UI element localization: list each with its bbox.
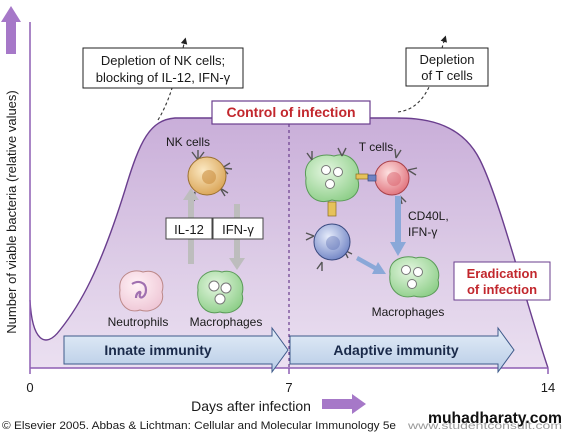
t-depletion-line2: of T cells xyxy=(421,68,473,83)
apc-blue-connector xyxy=(327,201,337,217)
x-tick-0: 0 xyxy=(26,380,33,395)
ifn-box-label: IFN-γ xyxy=(222,222,254,237)
x-tick-7: 7 xyxy=(285,380,292,395)
footer-credit: © Elsevier 2005. Abbas & Lichtman: Cellu… xyxy=(2,420,396,432)
x-axis-label: Days after infection xyxy=(191,398,311,414)
y-axis-label: Number of viable bacteria (relative valu… xyxy=(4,90,19,334)
nk-cell-icon xyxy=(187,150,233,202)
bacteria-curve xyxy=(29,117,549,369)
innate-phase-label: Innate immunity xyxy=(104,342,212,358)
macrophage-adaptive-icon xyxy=(389,256,440,298)
eradication-line2: of infection xyxy=(467,282,537,297)
eradication-box xyxy=(453,261,551,301)
eradication-line1: Eradication xyxy=(467,266,538,281)
x-axis-arrow xyxy=(322,394,366,414)
adaptive-phase-bar xyxy=(289,326,515,374)
neutrophil-icon xyxy=(119,270,164,312)
ifn-box xyxy=(212,217,264,240)
nk-depletion-line2: blocking of IL-12, IFN-γ xyxy=(96,70,231,85)
innate-phase-bar xyxy=(63,326,289,374)
il12-label: IL-12 xyxy=(174,222,204,237)
x-ticks xyxy=(29,368,549,374)
t-depletion-box xyxy=(405,47,489,87)
t-cell-icon xyxy=(367,148,418,205)
footer-watermark-sub: www.studentconsult.com xyxy=(407,421,562,432)
x-tick-14: 14 xyxy=(541,380,555,395)
apc-macrophage-icon xyxy=(304,147,369,202)
nk-cells-label: NK cells xyxy=(166,135,210,149)
nk-depletion-line1: Depletion of NK cells; xyxy=(101,53,225,68)
ifn-g-label: IFN-γ xyxy=(408,225,437,239)
macrophages-adaptive-label: Macrophages xyxy=(372,305,445,319)
control-label: Control of infection xyxy=(226,104,355,120)
footer-watermark-main: muhadharaty.com xyxy=(428,410,562,427)
nk-depletion-box xyxy=(82,47,244,89)
macrophages-innate-label: Macrophages xyxy=(190,315,263,329)
cd40l-label: CD40L, xyxy=(408,209,449,223)
t-depletion-line1: Depletion xyxy=(420,52,475,67)
macrophage-innate-icon xyxy=(197,270,244,314)
adaptive-phase-label: Adaptive immunity xyxy=(333,342,458,358)
blue-to-mac-arrow xyxy=(356,256,386,274)
y-axis-arrow xyxy=(1,6,21,54)
cd40l-arrow xyxy=(390,196,406,256)
control-box xyxy=(211,100,371,125)
il12-box xyxy=(165,217,213,240)
blue-cell-icon xyxy=(305,223,353,271)
t-cells-label: T cells xyxy=(359,140,393,154)
neutrophils-label: Neutrophils xyxy=(108,315,169,329)
